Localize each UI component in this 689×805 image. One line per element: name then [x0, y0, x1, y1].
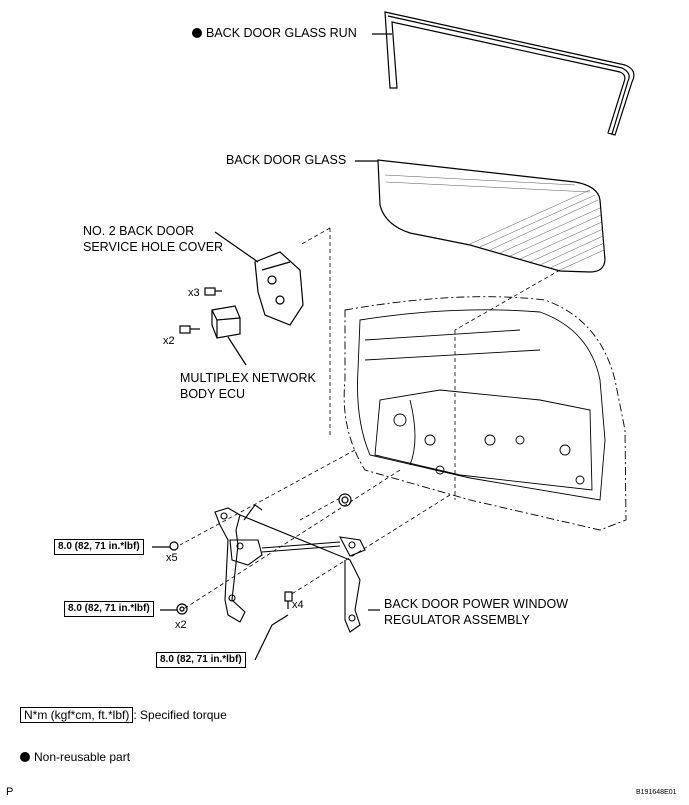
label-regulator-2: REGULATOR ASSEMBLY	[384, 613, 530, 627]
qty-x2-nut: x2	[175, 619, 187, 631]
label-glass: BACK DOOR GLASS	[226, 153, 347, 167]
glass-run-part	[384, 11, 635, 136]
ecu-part	[211, 305, 241, 339]
qty-x3: x3	[188, 287, 200, 299]
screw-x2	[179, 325, 200, 334]
qty-x5: x5	[166, 552, 178, 564]
regulator-part	[214, 504, 366, 633]
label-glass-run: BACK DOOR GLASS RUN	[206, 26, 357, 40]
service-hole-cover-part	[254, 251, 304, 326]
label-ecu-2: BODY ECU	[180, 387, 246, 401]
label-regulator-1: BACK DOOR POWER WINDOW	[384, 597, 569, 611]
grommet	[338, 493, 352, 507]
nut-x5	[169, 541, 179, 551]
label-cover-2: SERVICE HOLE COVER	[83, 240, 224, 254]
legend-torque-units: N*m (kgf*cm, ft.*lbf)	[20, 707, 134, 723]
footer-left: P	[6, 786, 14, 798]
torque-spec-1: 8.0 (82, 71 in.*lbf)	[54, 539, 144, 555]
clip-x3	[204, 287, 222, 296]
back-door-glass-part	[377, 159, 606, 273]
bolt-x4	[284, 591, 293, 609]
legend-nonreusable-text: Non-reusable part	[34, 750, 131, 764]
label-ecu-1: MULTIPLEX NETWORK	[180, 371, 316, 385]
torque-spec-3: 8.0 (82, 71 in.*lbf)	[156, 652, 246, 668]
legend-torque: N*m (kgf*cm, ft.*lbf): Specified torque	[20, 707, 227, 723]
qty-x2-screw: x2	[163, 335, 175, 347]
figure-code: B191648E01	[636, 789, 677, 796]
nut-x2	[176, 603, 188, 615]
qty-x4: x4	[292, 599, 304, 611]
nonreusable-dot-icon	[20, 752, 30, 762]
legend-nonreusable: Non-reusable part	[20, 749, 130, 765]
label-cover-1: NO. 2 BACK DOOR	[83, 224, 195, 238]
legend-torque-desc: : Specified torque	[133, 708, 227, 722]
torque-spec-2: 8.0 (82, 71 in.*lbf)	[64, 601, 154, 617]
back-door-body	[343, 296, 627, 531]
